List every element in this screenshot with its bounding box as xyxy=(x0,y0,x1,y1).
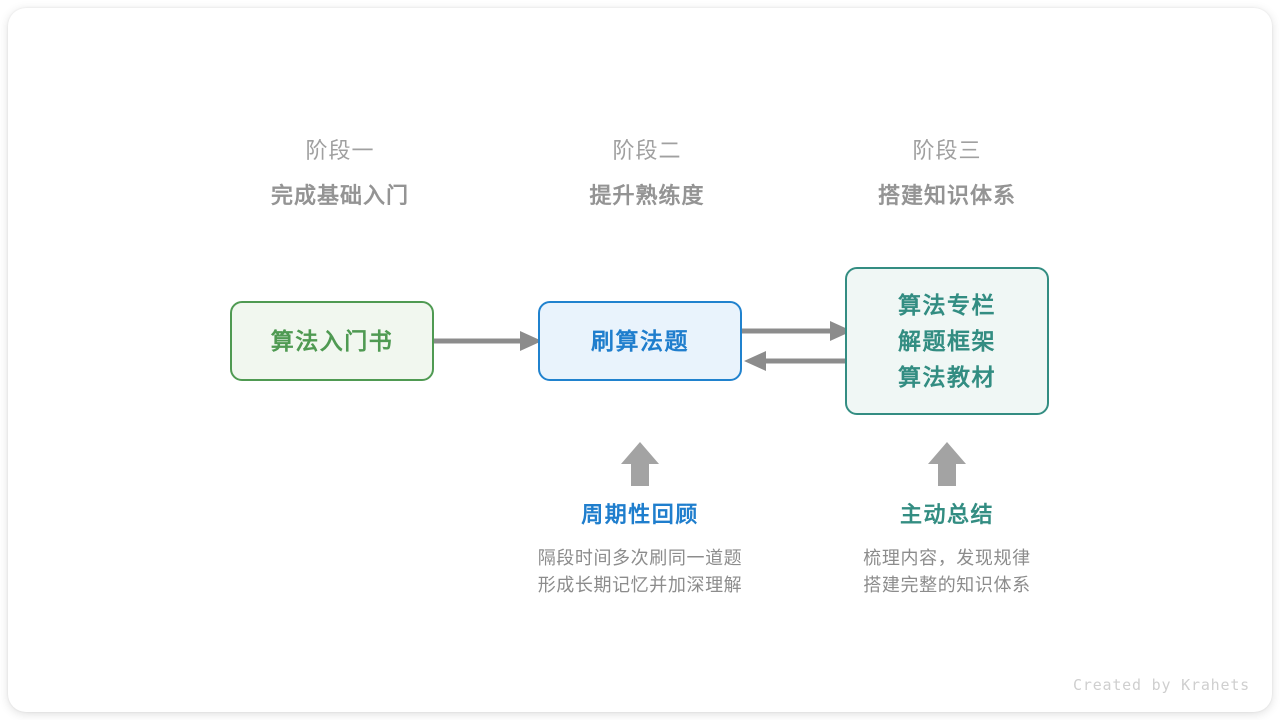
stage-title-1: 完成基础入门 xyxy=(270,183,409,208)
stage-subtitle-3: 阶段三 xyxy=(912,138,982,163)
node-intro-book[interactable]: 算法入门书 xyxy=(230,301,434,381)
tip-periodic-review-desc-2: 形成长期记忆并加深理解 xyxy=(537,575,743,595)
stage-header-1: 阶段一 完成基础入门 xyxy=(210,136,470,211)
node-practice-problems-line-1: 刷算法题 xyxy=(591,328,689,354)
tip-periodic-review: 周期性回顾 隔段时间多次刷同一道题 形成长期记忆并加深理解 xyxy=(490,440,790,599)
stage-title-3: 搭建知识体系 xyxy=(877,183,1016,208)
diagram-card: 阶段一 完成基础入门 阶段二 提升熟练度 阶段三 搭建知识体系 算法入门书 xyxy=(8,8,1272,712)
node-practice-problems[interactable]: 刷算法题 xyxy=(538,301,742,381)
arrow-practice-to-resources xyxy=(740,321,852,341)
tip-active-summary-desc-2: 搭建完整的知识体系 xyxy=(863,575,1031,595)
tip-active-summary-title: 主动总结 xyxy=(899,502,994,527)
diagram-canvas: 阶段一 完成基础入门 阶段二 提升熟练度 阶段三 搭建知识体系 算法入门书 xyxy=(8,8,1272,712)
stage-title-2: 提升熟练度 xyxy=(589,183,705,208)
node-knowledge-resources-line-3: 算法教材 xyxy=(898,364,996,390)
stage-subtitle-2: 阶段二 xyxy=(612,138,682,163)
arrow-book-to-practice xyxy=(430,331,542,351)
node-knowledge-resources[interactable]: 算法专栏 解题框架 算法教材 xyxy=(845,267,1049,415)
tip-periodic-review-desc-1: 隔段时间多次刷同一道题 xyxy=(537,548,743,568)
tip-active-summary: 主动总结 梳理内容，发现规律 搭建完整的知识体系 xyxy=(797,440,1097,599)
arrow-resources-to-practice xyxy=(744,351,856,371)
arrow-up-icon xyxy=(928,442,966,486)
node-knowledge-resources-line-1: 算法专栏 xyxy=(898,292,996,318)
arrow-up-icon xyxy=(621,442,659,486)
stage-header-2: 阶段二 提升熟练度 xyxy=(517,136,777,211)
tip-periodic-review-title: 周期性回顾 xyxy=(581,502,699,527)
tip-active-summary-desc-1: 梳理内容，发现规律 xyxy=(863,548,1031,568)
stage-header-3: 阶段三 搭建知识体系 xyxy=(817,136,1077,211)
node-intro-book-line-1: 算法入门书 xyxy=(270,328,394,354)
stage-subtitle-1: 阶段一 xyxy=(305,138,375,163)
credit-label: Created by Krahets xyxy=(1073,676,1250,694)
node-knowledge-resources-line-2: 解题框架 xyxy=(898,328,996,354)
